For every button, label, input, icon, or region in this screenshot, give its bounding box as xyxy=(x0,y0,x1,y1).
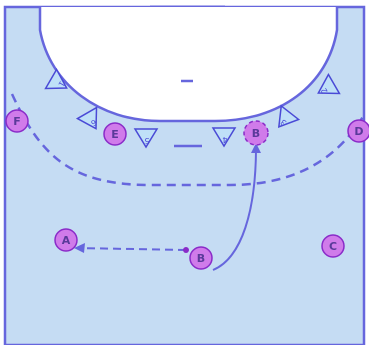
player-label: B xyxy=(197,252,205,265)
defender-marker xyxy=(75,106,98,130)
player-label: E xyxy=(111,128,119,141)
defender-3[interactable]: 3 xyxy=(270,104,301,134)
player-label: F xyxy=(13,115,21,128)
defender-5[interactable]: 5 xyxy=(133,128,159,149)
player-marker xyxy=(54,228,78,252)
player-marker xyxy=(5,109,29,133)
defender-1[interactable]: 1 xyxy=(44,67,73,97)
run-arrowhead xyxy=(251,143,261,153)
player-label: C xyxy=(329,240,337,253)
ghost-player-marker xyxy=(243,120,269,146)
attacker-e[interactable]: E xyxy=(103,122,127,146)
player-label: D xyxy=(354,125,363,138)
defender-number: 3 xyxy=(279,117,289,127)
player-label: B xyxy=(252,127,260,140)
attacker-f[interactable]: F xyxy=(5,109,29,133)
defender-number: 5 xyxy=(144,136,149,145)
defender-number: 6 xyxy=(89,117,98,127)
defender-marker xyxy=(317,72,341,95)
defender-number: 2 xyxy=(319,86,329,95)
defender-marker xyxy=(211,127,237,148)
defender-marker xyxy=(277,104,301,129)
attacker-c[interactable]: C xyxy=(321,234,345,258)
ball xyxy=(183,247,189,253)
pass-arrow xyxy=(75,247,187,251)
defender-number: 4 xyxy=(222,135,227,144)
defender-number: 1 xyxy=(56,79,66,88)
pass-arrowhead xyxy=(74,243,85,253)
defender-marker xyxy=(133,128,159,149)
attacker-a[interactable]: A xyxy=(54,228,78,252)
player-marker xyxy=(103,122,127,146)
attacker-b[interactable]: B xyxy=(189,246,213,270)
player-marker xyxy=(189,246,213,270)
defender-6[interactable]: 6 xyxy=(75,106,105,135)
player-marker xyxy=(321,234,345,258)
defender-marker xyxy=(44,67,68,90)
defender-2[interactable]: 2 xyxy=(313,72,341,102)
player-label: A xyxy=(62,234,71,247)
player-marker xyxy=(347,119,369,143)
defender-4[interactable]: 4 xyxy=(211,127,237,148)
run-path xyxy=(212,146,257,271)
attacker-d[interactable]: D xyxy=(347,119,369,143)
attacker-b-ghost[interactable]: B xyxy=(243,120,269,146)
